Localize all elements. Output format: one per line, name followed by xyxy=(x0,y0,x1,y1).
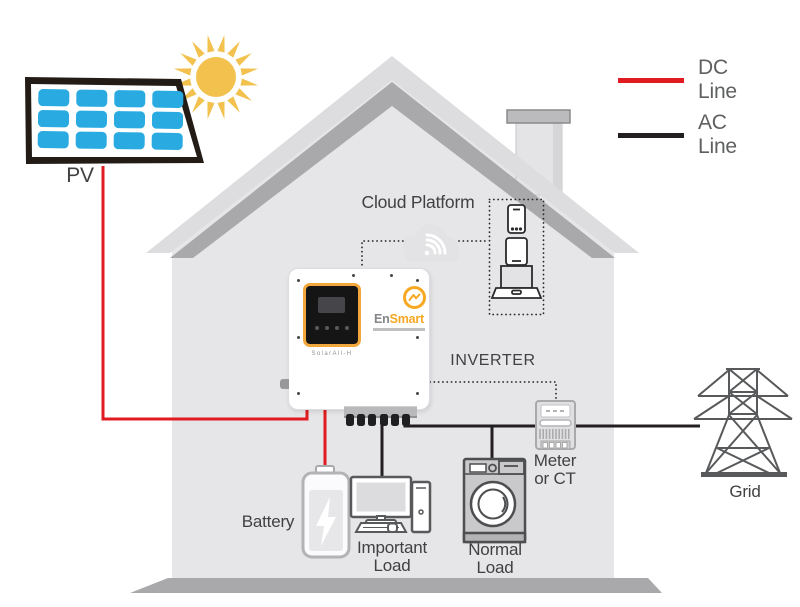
ac-line-swatch xyxy=(618,132,684,138)
cloud-wifi-icon xyxy=(402,224,459,262)
meter-label: Meter or CT xyxy=(533,451,577,489)
inverter-connector xyxy=(391,414,399,426)
dc-lines xyxy=(101,166,327,474)
smartphone-icon xyxy=(507,204,526,234)
inverter-button xyxy=(345,326,349,330)
sun-icon xyxy=(173,34,259,120)
roof-outer-band xyxy=(146,56,639,253)
brand-logo-icon xyxy=(403,286,426,309)
battery-label: Battery xyxy=(241,512,295,531)
lightning-bolt-icon xyxy=(316,497,336,546)
inverter-display-icon xyxy=(303,283,361,347)
dc-line-swatch xyxy=(618,77,684,83)
roof-inner-band xyxy=(170,82,615,258)
important-load-label: Important Load xyxy=(356,538,427,576)
inverter-unit: SolarAll-H EnSmart xyxy=(288,268,430,426)
inverter-label: INVERTER xyxy=(450,352,536,369)
screw-dot xyxy=(297,279,300,282)
brand-wordmark: EnSmart xyxy=(369,312,429,326)
inverter-screen xyxy=(318,297,345,313)
inverter-button xyxy=(335,326,339,330)
inverter-connector xyxy=(380,414,388,426)
inverter-button xyxy=(315,326,319,330)
grid-label: Grid xyxy=(729,482,761,501)
inverter-connector xyxy=(346,414,354,426)
pv-label: PV xyxy=(66,164,94,187)
inverter-connector xyxy=(368,414,376,426)
cloud-devices-group xyxy=(488,198,545,316)
battery-icon xyxy=(301,465,351,559)
legend-row-dc: DC Line xyxy=(618,56,768,104)
screw-dot xyxy=(416,392,419,395)
computer-icon xyxy=(349,475,432,534)
dc-line-pv-to-inverter xyxy=(101,166,309,421)
screw-dot xyxy=(297,336,300,339)
inverter-connector xyxy=(402,414,410,426)
floor xyxy=(130,578,662,593)
screw-dot xyxy=(416,336,419,339)
screw-dot xyxy=(416,279,419,282)
line-legend: DC Line AC Line xyxy=(618,56,768,166)
brand-suffix: Smart xyxy=(389,312,425,326)
legend-row-ac: AC Line xyxy=(618,111,768,159)
devices-dotted-box xyxy=(488,198,545,316)
inverter-button xyxy=(325,326,329,330)
cloud-platform-label: Cloud Platform xyxy=(361,192,475,212)
comm-dotted-lines xyxy=(361,240,557,402)
inverter-side-knob xyxy=(280,379,289,389)
normal-load-label: Normal Load xyxy=(468,540,522,578)
ac-line-label: AC Line xyxy=(698,111,737,158)
screw-dot xyxy=(297,392,300,395)
meter-icon xyxy=(535,400,576,450)
tablet-icon xyxy=(505,237,528,266)
laptop-icon xyxy=(490,265,543,299)
inverter-model-label: SolarAll-H xyxy=(311,351,353,357)
grid-tower-icon xyxy=(693,368,793,477)
brand-prefix: En xyxy=(373,312,390,326)
inverter-connector xyxy=(357,414,365,426)
screw-dot xyxy=(390,274,393,277)
washing-machine-icon xyxy=(462,457,527,544)
brand-tagline-bar xyxy=(373,328,425,331)
wifi-icon xyxy=(424,233,447,256)
chimney-icon xyxy=(506,109,571,196)
solar-panel-icon xyxy=(25,77,204,164)
screw-dot xyxy=(352,274,355,277)
dc-line-label: DC Line xyxy=(698,56,737,103)
